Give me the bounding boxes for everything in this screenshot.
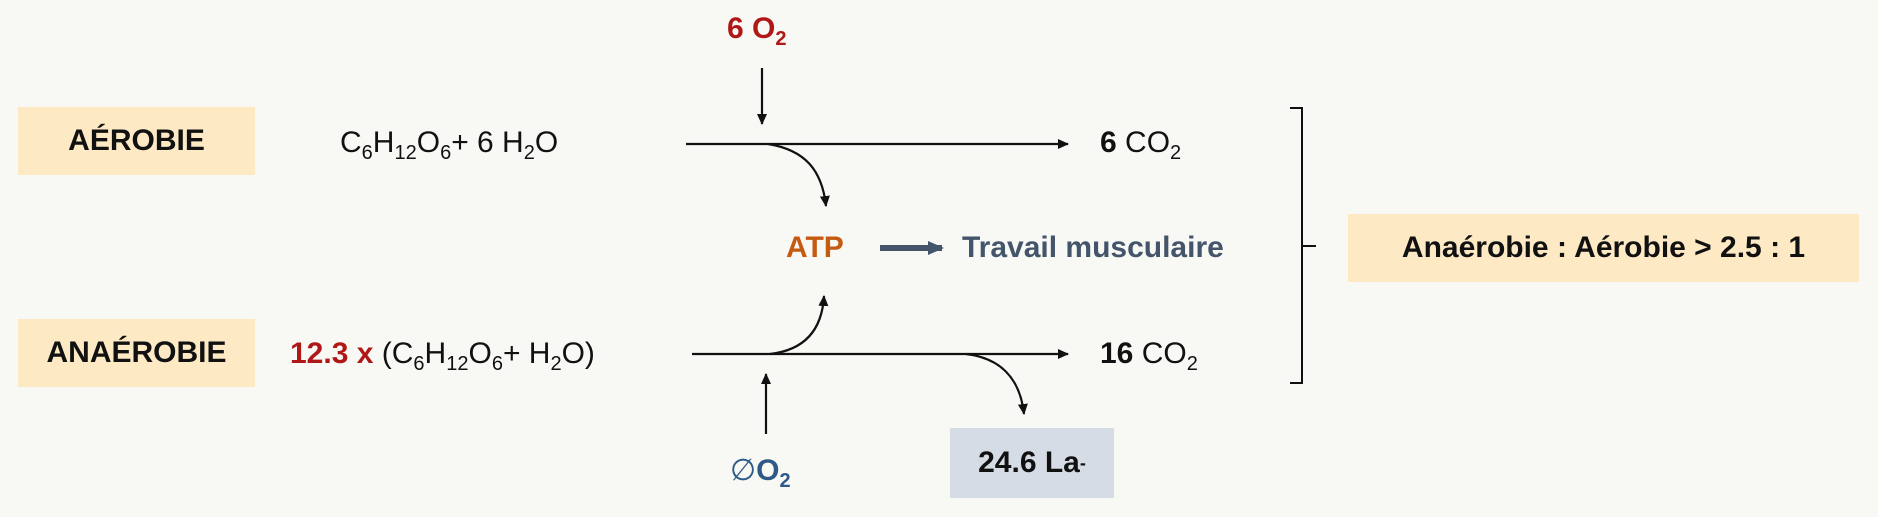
anaerobic-multiplier: 12.3 x [290, 337, 374, 370]
aerobic-to-atp-arrow [767, 142, 830, 207]
muscle-work-label: Travail musculaire [962, 231, 1224, 264]
aerobic-product: 6 CO2 [1100, 126, 1182, 164]
no-oxygen-label: ∅O2 [730, 454, 791, 492]
aerobic-oxygen-input: 6 O2 [727, 12, 787, 50]
aerobic-label: AÉROBIE [18, 107, 255, 175]
empty-set-icon: ∅ [730, 454, 757, 487]
anaerobic-to-atp-arrow [769, 295, 829, 356]
atp-label: ATP [786, 231, 844, 264]
anaerobic-reactant: 12.3 x (C6H12O6+ H2O) [290, 337, 595, 375]
bracket [1290, 107, 1316, 384]
anaerobic-label: ANAÉROBIE [18, 319, 255, 387]
anaerobic-product: 16 CO2 [1100, 337, 1198, 375]
lactate-box: 24.6 La- [950, 428, 1114, 498]
ratio-box: Anaérobie : Aérobie > 2.5 : 1 [1348, 214, 1859, 282]
lactate-arrow [965, 352, 1028, 415]
aerobic-reactant: C6H12O6+ 6 H2O [340, 126, 559, 164]
